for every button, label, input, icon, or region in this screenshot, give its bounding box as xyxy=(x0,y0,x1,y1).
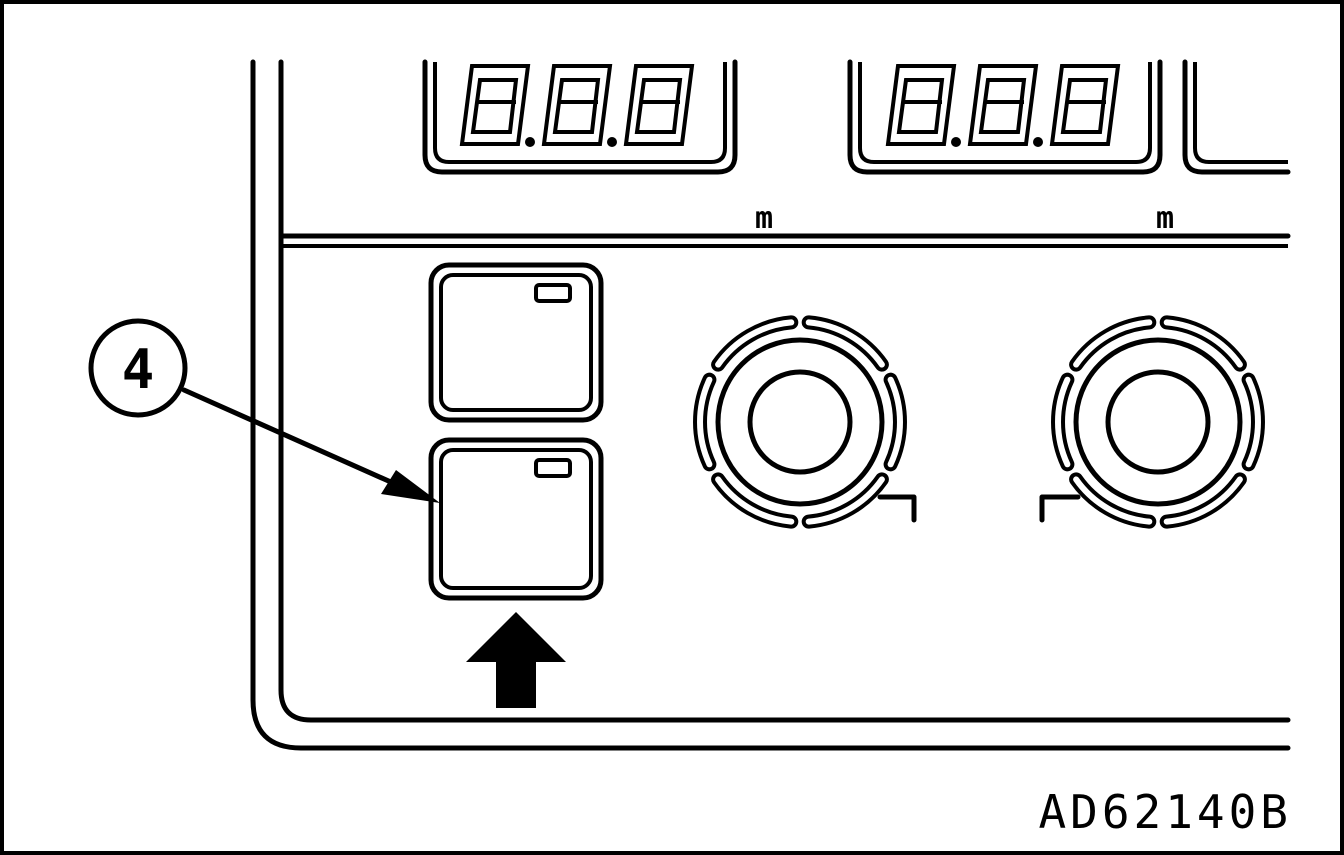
decimal-point xyxy=(951,137,961,147)
dial-ring-segment-fill xyxy=(1163,476,1243,525)
button-lower[interactable] xyxy=(428,437,604,601)
dial-1[interactable] xyxy=(693,315,917,529)
display-3-partial xyxy=(1182,59,1291,175)
button-upper-led-icon xyxy=(534,283,572,303)
button-lower-led-icon xyxy=(534,458,572,478)
display-digit xyxy=(623,64,695,146)
dial-ring-segment-fill xyxy=(805,319,885,368)
display-digit xyxy=(459,64,531,146)
dial-ring-segment-fill xyxy=(715,476,795,525)
decimal-point xyxy=(525,137,535,147)
dial-ring-segment-fill xyxy=(715,319,795,368)
panel-border-outer xyxy=(250,59,1291,751)
display-digit xyxy=(885,64,957,146)
dial-ring-segment-fill xyxy=(1073,319,1153,368)
display-digit xyxy=(967,64,1039,146)
display-2 xyxy=(847,59,1163,175)
leader-arrowhead-icon xyxy=(381,470,440,503)
callout-4: 4 xyxy=(88,318,440,503)
dial-ring-segment-fill xyxy=(805,476,885,525)
button-upper[interactable] xyxy=(428,262,604,423)
callout-number: 4 xyxy=(122,338,155,401)
dial-ring-segment-fill xyxy=(1163,319,1243,368)
display-digit xyxy=(1049,64,1121,146)
dial-ring-segment-fill xyxy=(1245,376,1261,468)
unit-label-2: m xyxy=(1156,201,1174,236)
dial-2[interactable] xyxy=(1039,315,1265,529)
dial-ring-segment-fill xyxy=(887,376,903,468)
press-arrow-icon xyxy=(466,612,566,708)
panel-border-inner xyxy=(278,59,1291,723)
dial-ring-segment-fill xyxy=(1073,476,1153,525)
decimal-point xyxy=(607,137,617,147)
dial-ring-segment-fill xyxy=(1055,376,1071,468)
dial-ring-segment-fill xyxy=(697,376,713,468)
display-digit xyxy=(541,64,613,146)
unit-label-1: m xyxy=(755,201,773,236)
decimal-point xyxy=(1033,137,1043,147)
display-1 xyxy=(422,59,738,175)
figure-code: AD62140B xyxy=(1038,785,1292,839)
